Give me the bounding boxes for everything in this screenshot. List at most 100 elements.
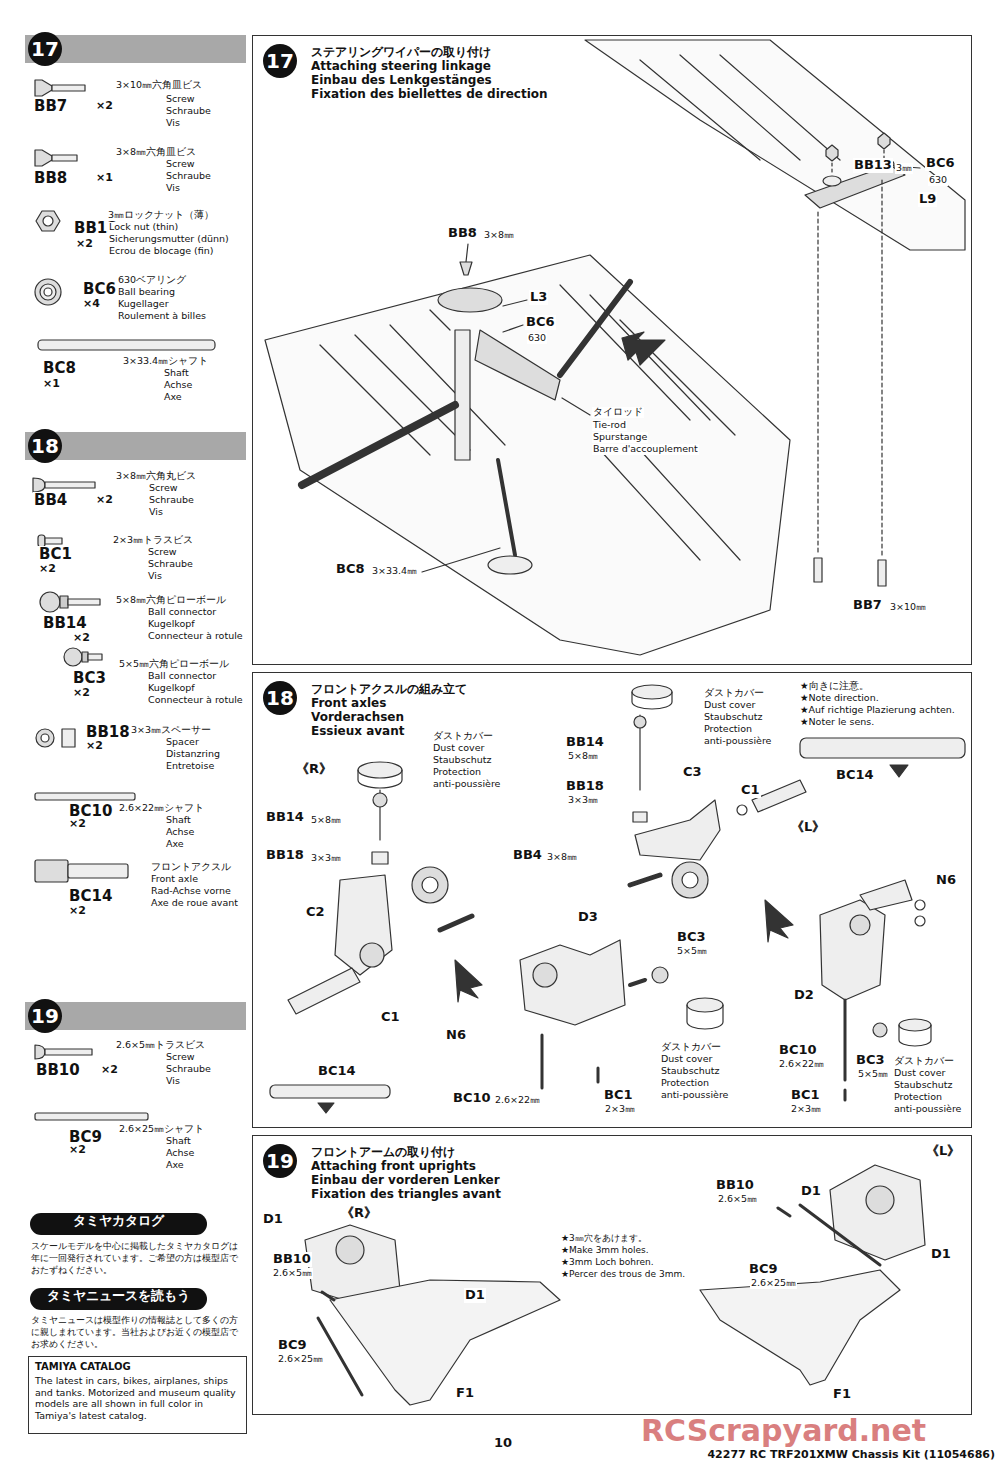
note-text: Spurstange (592, 432, 648, 443)
part-code: BB18 (85, 724, 131, 741)
note-text: ダストカバー (432, 731, 494, 742)
note-text: Dust cover (703, 700, 756, 711)
callout: BB8 (447, 226, 478, 241)
step-number: 19 (28, 999, 62, 1033)
node-text: The latest in cars, bikes, airplanes, sh… (35, 1375, 242, 1421)
quantity: ×2 (100, 1064, 119, 1077)
note-text: 3×8㎜ (546, 852, 578, 863)
part-name: Axe (163, 392, 183, 403)
part-code: BB8 (33, 170, 68, 187)
part-name: Vis (147, 571, 163, 582)
part-name-jp: 5×8㎜六角ピローボール (115, 595, 227, 606)
node-text: Einbau des Lenkgestänges (311, 73, 492, 87)
note-text: Dust cover (660, 1054, 713, 1065)
node-text: タミヤニュースを読もう (30, 1288, 207, 1304)
part-name: Screw (165, 94, 196, 105)
part-name: Vis (148, 507, 164, 518)
note-text: 630 (527, 333, 547, 344)
callout: BC1 (603, 1088, 634, 1103)
part-name: Achse (165, 1148, 195, 1159)
callout: BB10 (715, 1178, 755, 1193)
node-text: Fixation des triangles avant (311, 1187, 501, 1201)
callout: D2 (793, 988, 815, 1003)
node-text: TAMIYA CATALOG (35, 1361, 131, 1373)
part-code: BB7 (33, 98, 68, 115)
note-text: 3×8㎜ (483, 230, 515, 241)
part-name: Shaft (165, 1136, 192, 1147)
node-text: Essieux avant (311, 724, 405, 738)
node-text: Front axles (311, 696, 386, 710)
part-code: BC1 (38, 546, 73, 563)
callout: F1 (455, 1386, 475, 1401)
part-code: BB10 (35, 1062, 81, 1079)
part-name: Axe (165, 1160, 185, 1171)
callout: BB4 (512, 848, 543, 863)
callout: D3 (577, 910, 599, 925)
callout: BC3 (855, 1053, 886, 1068)
callout: F1 (832, 1387, 852, 1402)
callout: C2 (305, 905, 326, 920)
callout: BC6 (925, 156, 956, 171)
note-text: Protection (660, 1078, 710, 1089)
callout: D1 (930, 1247, 952, 1262)
part-code: BC14 (68, 888, 113, 905)
note-text: 3×3㎜ (567, 795, 599, 806)
part-name: Kugelkopf (147, 683, 196, 694)
note-text: 2.6×22㎜ (778, 1059, 825, 1070)
note-text: 3×33.4㎜ (371, 566, 418, 577)
part-name: Vis (165, 183, 181, 194)
note-text: Dust cover (432, 743, 485, 754)
paragraph: タミヤニュースは模型作りの情報誌として多くの方に親しまれています。当社およびお近… (30, 1314, 247, 1350)
callout: BB14 (265, 810, 305, 825)
note-text: 2.6×25㎜ (750, 1278, 797, 1289)
quantity: ×2 (72, 687, 91, 700)
part-name: Sicherungsmutter (dünn) (108, 234, 230, 245)
node-text: Fixation des biellettes de direction (311, 87, 548, 101)
part-name: Schraube (148, 495, 195, 506)
part-name: Achse (165, 827, 195, 838)
part-name: Ball connector (147, 607, 217, 618)
note-text: ★Make 3mm holes. (560, 1245, 650, 1255)
callout: BB7 (852, 598, 883, 613)
quantity: ×2 (95, 494, 114, 507)
catalog-note-box: TAMIYA CATALOG The latest in cars, bikes,… (28, 1356, 247, 1434)
note-text: 2.6×25㎜ (277, 1354, 324, 1365)
part-name-jp: 3×8㎜六角皿ビス (115, 147, 197, 158)
part-name: Schraube (165, 171, 212, 182)
callout: N6 (445, 1028, 467, 1043)
part-code: BC6 (82, 281, 117, 298)
note-text: Barre d'accouplement (592, 444, 699, 455)
catalog-banner: タミヤカタログ (30, 1213, 207, 1235)
note-text: 3×3㎜ (310, 853, 342, 864)
part-name: Screw (147, 547, 178, 558)
note-text: 5×5㎜ (676, 946, 708, 957)
note-text: ★Percer des trous de 3mm. (560, 1269, 686, 1279)
quantity: ×2 (95, 100, 114, 113)
part-name: Axe de roue avant (150, 898, 239, 909)
part-name: Shaft (165, 815, 192, 826)
part-name: Lock nut (thin) (108, 222, 179, 233)
note-text: Tie-rod (592, 420, 627, 431)
step-number: 19 (263, 1144, 297, 1178)
part-name-jp: 3×33.4㎜シャフト (122, 356, 209, 367)
part-name: Vis (165, 118, 181, 129)
note-text: anti-poussière (432, 779, 501, 790)
callout: 《R》 (295, 762, 333, 777)
note-text: 2.6×22㎜ (494, 1095, 541, 1106)
part-name-jp: 5×5㎜六角ピローボール (118, 659, 230, 670)
callout: 《L》 (925, 1144, 961, 1159)
part-code: BC8 (42, 360, 77, 377)
note-text: ★Auf richtige Plazierung achten. (799, 705, 956, 716)
quantity: ×2 (68, 905, 87, 918)
callout: L3 (529, 290, 548, 305)
note-text: ダストカバー (703, 688, 765, 699)
quantity: ×2 (68, 818, 87, 831)
kit-info: 42277 RC TRF201XMW Chassis Kit (11054686… (706, 1449, 996, 1462)
node-text: タミヤカタログ (30, 1213, 207, 1229)
part-name: Ball bearing (117, 287, 176, 298)
catalog-banner: タミヤニュースを読もう (30, 1288, 207, 1310)
part-name: Screw (165, 159, 196, 170)
step-number: 18 (263, 681, 297, 715)
note-text: Staubschutz (660, 1066, 721, 1077)
part-name-jp: 3㎜ロックナット（薄） (107, 210, 215, 221)
